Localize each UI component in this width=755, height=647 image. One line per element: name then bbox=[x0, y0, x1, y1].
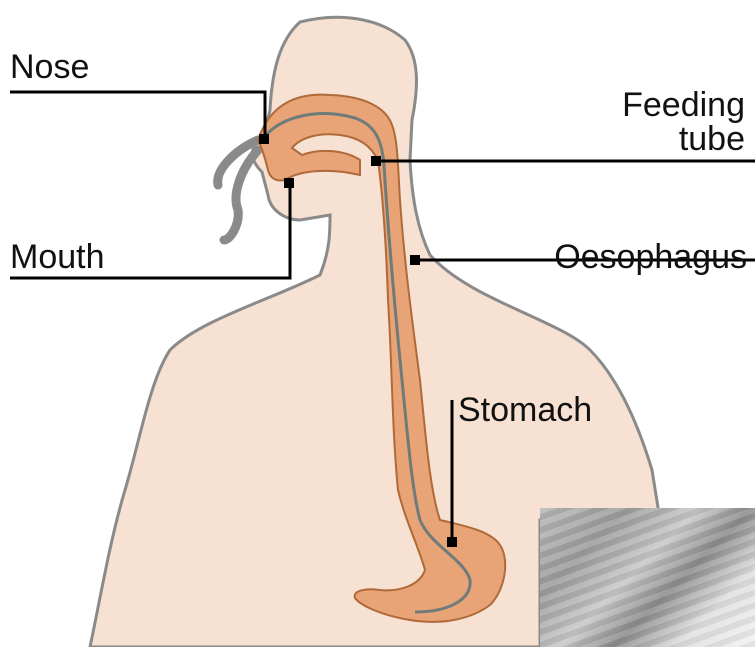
oesophagus-dot bbox=[410, 255, 420, 265]
label-feeding-tube-line1: Feeding bbox=[545, 88, 745, 122]
nose-dot bbox=[259, 134, 269, 144]
nose-leader-line bbox=[10, 92, 265, 140]
label-stomach: Stomach bbox=[458, 393, 592, 427]
label-feeding-tube: Feeding tube bbox=[545, 88, 745, 156]
stomach-dot bbox=[447, 537, 457, 547]
nasal-prong bbox=[218, 140, 258, 240]
label-mouth: Mouth bbox=[10, 240, 105, 274]
label-oesophagus: Oesophagus bbox=[554, 240, 747, 274]
label-feeding-tube-line2: tube bbox=[545, 122, 745, 156]
photo-inset bbox=[540, 508, 755, 647]
label-nose: Nose bbox=[10, 50, 89, 84]
feeding-tube-dot bbox=[371, 156, 381, 166]
mouth-dot bbox=[284, 178, 294, 188]
